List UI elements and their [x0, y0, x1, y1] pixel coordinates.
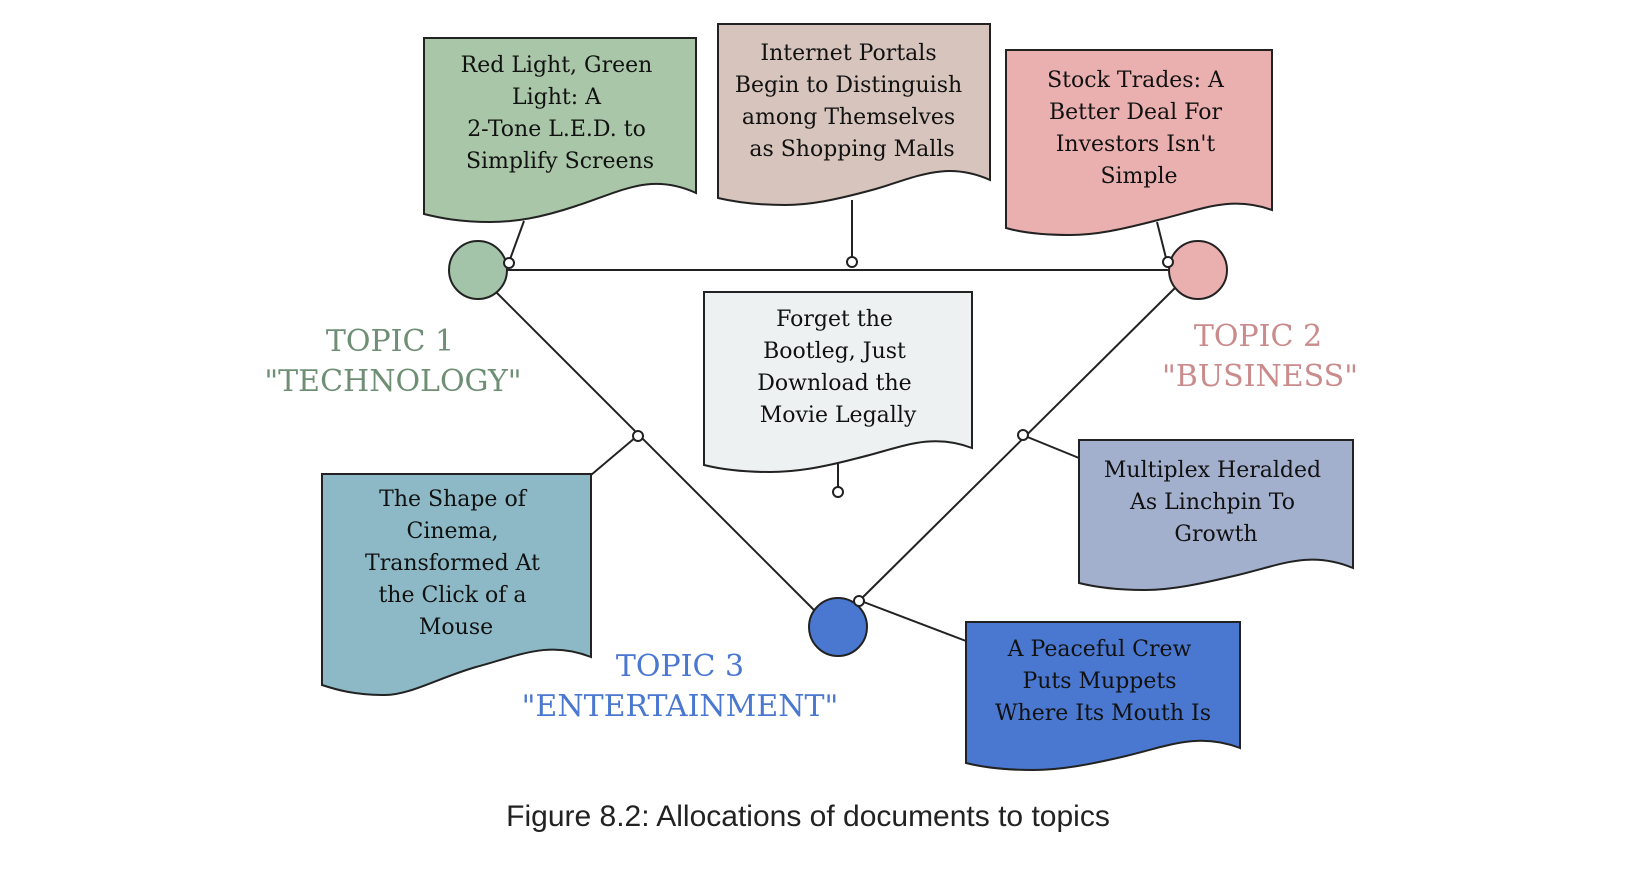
document-shape: [717, 23, 991, 207]
connector-multiplex: [1024, 435, 1080, 459]
topic-label-line2: "TECHNOLOGY": [264, 364, 521, 399]
document-text: Forget the Bootleg, Just Download the Mo…: [757, 307, 918, 428]
document-muppets: A Peaceful Crew Puts Muppets Where Its M…: [965, 621, 1241, 772]
document-shape: [703, 291, 973, 474]
point-shape-of-cinema: [632, 430, 644, 442]
document-stock-trades: Stock Trades: A Better Deal For Investor…: [1005, 49, 1273, 237]
document-multiplex: Multiplex Heralded As Linchpin To Growth: [1078, 439, 1354, 592]
document-points: [503, 256, 1174, 607]
document-text: Multiplex Heralded As Linchpin To Growth: [1104, 458, 1328, 547]
document-internet-portals: Internet Portals Begin to Distinguish am…: [717, 23, 991, 207]
topic-label-line2: "ENTERTAINMENT": [522, 689, 839, 724]
point-bootleg: [832, 486, 844, 498]
point-stock-trades: [1162, 256, 1174, 268]
point-muppets: [853, 595, 865, 607]
document-connectors: [508, 200, 1168, 642]
topic-label-line2: "BUSINESS": [1162, 359, 1358, 394]
document-shape: [423, 37, 697, 224]
topic-label-business: TOPIC 2 "BUSINESS": [1162, 319, 1358, 394]
triangle-edges: [483, 269, 1179, 613]
topic-label-line1: TOPIC 1: [326, 324, 454, 359]
document-text: Red Light, Green Light: A 2-Tone L.E.D. …: [461, 53, 660, 174]
document-text: The Shape of Cinema, Transformed At the …: [365, 487, 547, 640]
connector-shape-of-cinema: [590, 436, 637, 476]
point-red-light: [503, 257, 515, 269]
topic-node-entertainment: [808, 597, 868, 657]
connector-muppets: [860, 600, 967, 642]
topic-label-entertainment: TOPIC 3 "ENTERTAINMENT": [522, 649, 839, 724]
topic-label-line1: TOPIC 2: [1194, 319, 1322, 354]
document-red-light: Red Light, Green Light: A 2-Tone L.E.D. …: [423, 37, 697, 224]
document-text: A Peaceful Crew Puts Muppets Where Its M…: [995, 637, 1211, 726]
document-shape: [1078, 439, 1354, 592]
document-shape-of-cinema: The Shape of Cinema, Transformed At the …: [321, 473, 592, 697]
topic-node-technology: [448, 240, 508, 300]
figure-caption: Figure 8.2: Allocations of documents to …: [506, 800, 1110, 833]
topic-node-business: [1168, 240, 1228, 300]
connector-red-light: [508, 220, 525, 263]
document-text: Stock Trades: A Better Deal For Investor…: [1047, 68, 1231, 189]
edge-technology-entertainment: [491, 287, 817, 613]
document-bootleg: Forget the Bootleg, Just Download the Mo…: [703, 291, 973, 474]
point-internet-portals: [846, 256, 858, 268]
document-shape: [321, 473, 592, 697]
document-shape: [965, 621, 1241, 772]
topic-label-line1: TOPIC 3: [616, 649, 744, 684]
document-shape: [1005, 49, 1273, 237]
edge-business-entertainment: [857, 284, 1179, 603]
point-multiplex: [1017, 429, 1029, 441]
topic-label-technology: TOPIC 1 "TECHNOLOGY": [264, 324, 521, 399]
document-text: Internet Portals Begin to Distinguish am…: [735, 41, 969, 162]
connector-stock-trades: [1156, 221, 1168, 263]
